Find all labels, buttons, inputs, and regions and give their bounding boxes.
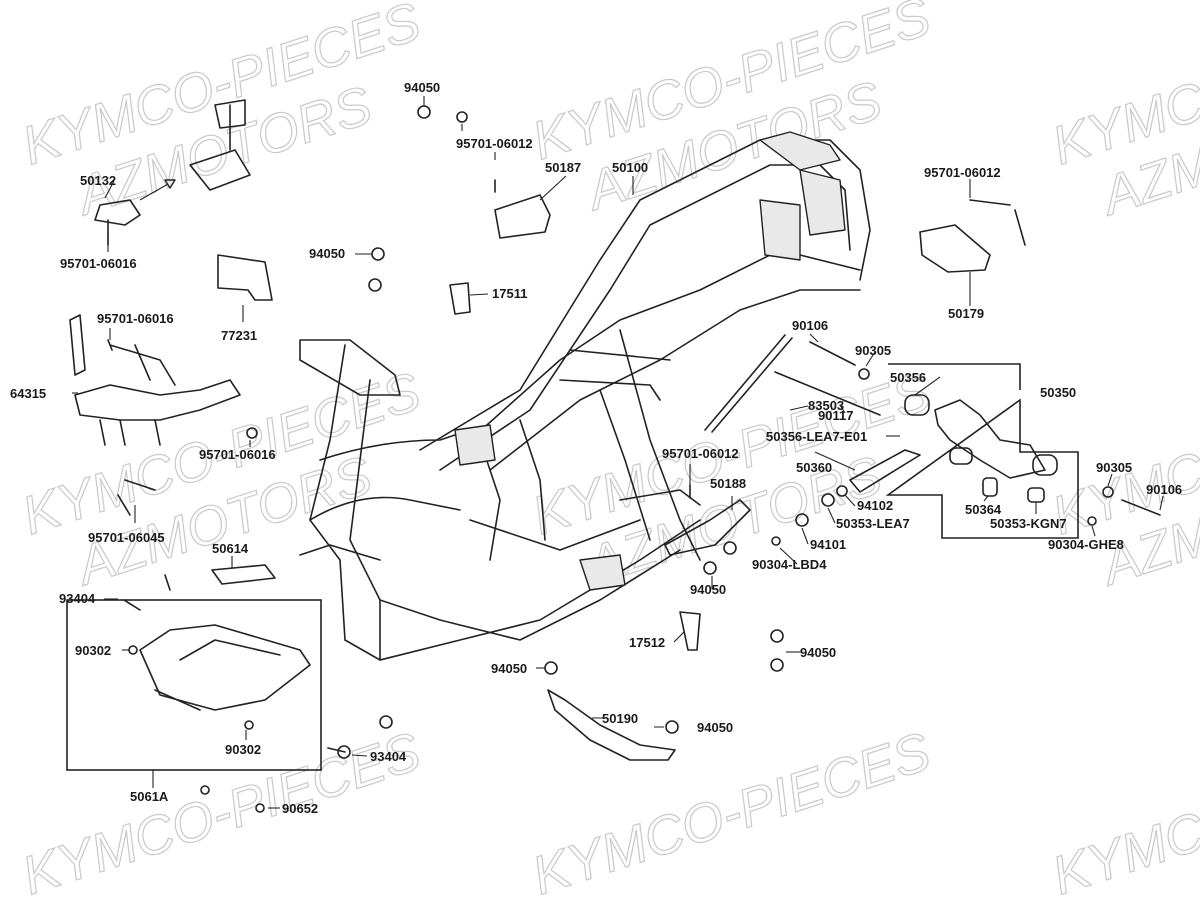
label-93404: 93404 (59, 591, 96, 606)
label-50188: 50188 (710, 476, 746, 491)
part-50188-drawing (664, 499, 751, 556)
label-77231: 77231 (221, 328, 257, 343)
label-50190: 50190 (602, 711, 638, 726)
label-50100: 50100 (612, 160, 648, 175)
label-94102: 94102 (857, 498, 893, 513)
part-83503-drawing (704, 334, 793, 433)
group-box-5061A (66, 599, 322, 771)
label-50364: 50364 (965, 502, 1002, 517)
label-90304-LBD4: 90304-LBD4 (752, 557, 827, 572)
label-95701-06045: 95701-06045 (88, 530, 165, 545)
label-50179: 50179 (948, 306, 984, 321)
watermark-text: KYMCO-PIECES (525, 721, 937, 900)
label-50187: 50187 (545, 160, 581, 175)
label-17512: 17512 (629, 635, 665, 650)
label-90106: 90106 (792, 318, 828, 333)
part-50350-drawing (904, 394, 1058, 503)
label-90305: 90305 (855, 343, 891, 358)
part-50132-drawing (94, 99, 251, 226)
label-94050: 94050 (491, 661, 527, 676)
label-95701-06016: 95701-06016 (199, 447, 276, 462)
part-17511-drawing (449, 282, 471, 315)
label-93404: 93404 (370, 749, 407, 764)
watermark: KYMCO-PIECES AZMOTORS KYMCO-PIECES AZMOT… (15, 0, 1200, 900)
label-50356: 50356 (890, 370, 926, 385)
label-94050: 94050 (690, 582, 726, 597)
label-50353-KGN7: 50353-KGN7 (990, 516, 1067, 531)
part-64315-drawing (69, 314, 241, 446)
label-90302: 90302 (225, 742, 261, 757)
label-50360: 50360 (796, 460, 832, 475)
label-95701-06012: 95701-06012 (662, 446, 739, 461)
label-90304-GHE8: 90304-GHE8 (1048, 537, 1124, 552)
label-95701-06012: 95701-06012 (456, 136, 533, 151)
label-5061A: 5061A (130, 789, 169, 804)
label-90117: 90117 (818, 408, 853, 423)
part-50187-drawing (494, 194, 551, 239)
label-90106: 90106 (1146, 482, 1182, 497)
main-frame-drawing (299, 131, 871, 661)
part-50179-drawing (919, 224, 991, 273)
label-90302: 90302 (75, 643, 111, 658)
label-17511: 17511 (492, 286, 527, 301)
part-17512-drawing (679, 611, 701, 651)
leader-lines (72, 96, 1164, 809)
part-labels: 94050 95701-06012 50187 50100 50132 9570… (10, 80, 1182, 816)
label-50132: 50132 (80, 173, 116, 188)
label-95701-06016: 95701-06016 (97, 311, 174, 326)
label-50614: 50614 (212, 541, 249, 556)
label-90652: 90652 (282, 801, 318, 816)
part-90117-drawing (774, 371, 881, 416)
watermark-text: KYMCO-PIECES (15, 721, 427, 900)
part-90106-a-drawing (809, 341, 856, 366)
part-5061A-drawing (139, 624, 311, 711)
part-50614-drawing (211, 564, 276, 585)
label-50356-LEA7-E01: 50356-LEA7-E01 (766, 429, 867, 444)
part-50360-drawing (849, 449, 921, 493)
label-83503: 83503 (808, 398, 844, 413)
part-77231-drawing (217, 254, 273, 301)
group-box-50350 (885, 363, 1079, 539)
label-94050: 94050 (800, 645, 836, 660)
label-95701-06012: 95701-06012 (924, 165, 1001, 180)
label-64315: 64315 (10, 386, 46, 401)
part-50190-drawing (547, 689, 676, 761)
label-50353-LEA7: 50353-LEA7 (836, 516, 910, 531)
label-95701-06016: 95701-06016 (60, 256, 137, 271)
watermark-text: KYMCO-PIECES (1045, 721, 1200, 900)
label-94050: 94050 (309, 246, 345, 261)
label-90305: 90305 (1096, 460, 1132, 475)
label-94050: 94050 (404, 80, 440, 95)
label-94101: 94101 (810, 537, 846, 552)
label-50350: 50350 (1040, 385, 1076, 400)
label-94050: 94050 (697, 720, 733, 735)
